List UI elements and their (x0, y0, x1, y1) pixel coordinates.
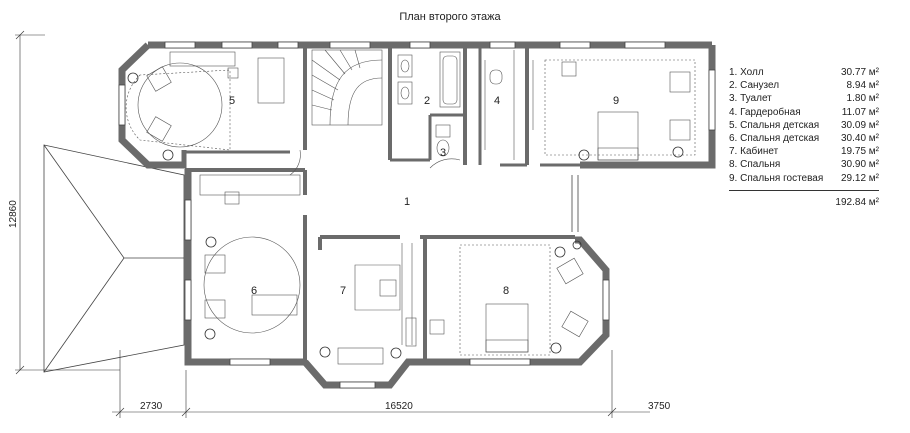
legend-row: 3. Туалет 1.80 м² (729, 92, 879, 105)
room6-furniture (199, 174, 301, 334)
legend-room-name: 1. Холл (729, 67, 764, 78)
room5-furniture (125, 51, 285, 151)
room-number-4: 4 (494, 95, 500, 107)
legend-room-name: 9. Спальня гостевая (729, 172, 824, 184)
dimension-right: 3750 (648, 401, 671, 412)
plan-title: План второго этажа (399, 11, 501, 23)
dimension-height: 12860 (8, 200, 19, 228)
legend-room-name: 6. Спальня детская (729, 132, 820, 144)
legend-room-area: 30.09 м² (840, 119, 879, 131)
legend-row: 1. Холл 30.77 м² (729, 66, 879, 79)
legend-room-name: 2. Санузел (729, 80, 780, 92)
balcony-outline (571, 175, 579, 232)
legend-room-name: 8. Спальня (729, 159, 781, 171)
legend-room-area: 30.40 м² (840, 132, 879, 144)
dimension-lines (15, 30, 650, 418)
wardrobe (484, 50, 515, 160)
legend-row: 4. Гардеробная 11.07 м² (729, 106, 879, 119)
room-number-1: 1 (404, 196, 410, 208)
staircase (311, 49, 383, 126)
room-number-9: 9 (613, 95, 619, 107)
room-number-3: 3 (440, 147, 446, 159)
walls (118, 41, 716, 389)
legend-total: 192.84 м² (835, 196, 879, 208)
room-number-7: 7 (340, 285, 346, 297)
bathroom-fixtures (289, 51, 461, 176)
legend-room-area: 30.90 м² (840, 159, 879, 171)
room9-furniture (532, 59, 696, 161)
legend-room-area: 19.75 м² (840, 146, 879, 158)
room-numbers: 5 2 3 4 9 1 6 7 8 (229, 95, 619, 297)
legend-row: 9. Спальня гостевая 29.12 м² (729, 172, 879, 185)
legend-room-name: 3. Туалет (729, 93, 772, 105)
dimension-left: 2730 (140, 401, 163, 412)
legend-row: 7. Кабинет 19.75 м² (729, 145, 879, 158)
room8-furniture (429, 244, 589, 356)
room-number-2: 2 (424, 95, 430, 107)
legend-row: 2. Санузел 8.94 м² (729, 79, 879, 92)
room-number-6: 6 (251, 285, 257, 297)
windows (118, 41, 716, 389)
legend-row: 6. Спальня детская 30.40 м² (729, 132, 879, 145)
legend-room-area: 1.80 м² (846, 93, 879, 105)
room-number-8: 8 (503, 285, 509, 297)
legend-room-area: 11.07 м² (841, 106, 879, 118)
legend-room-name: 5. Спальня детская (729, 119, 820, 131)
legend-room-name: 7. Кабинет (729, 146, 779, 158)
legend-room-area: 29.12 м² (840, 172, 879, 184)
legend-row: 5. Спальня детская 30.09 м² (729, 119, 879, 132)
roof-outline (43, 144, 185, 373)
legend-room-area: 30.77 м² (840, 67, 879, 78)
room-number-5: 5 (229, 95, 235, 107)
study-furniture (337, 243, 417, 365)
legend-separator (729, 189, 879, 191)
legend-row: 8. Спальня 30.90 м² (729, 158, 879, 171)
dimension-main: 16520 (385, 401, 413, 412)
legend-room-name: 4. Гардеробная (729, 106, 801, 118)
legend-room-area: 8.94 м² (846, 80, 879, 92)
plant-icons (127, 72, 684, 359)
